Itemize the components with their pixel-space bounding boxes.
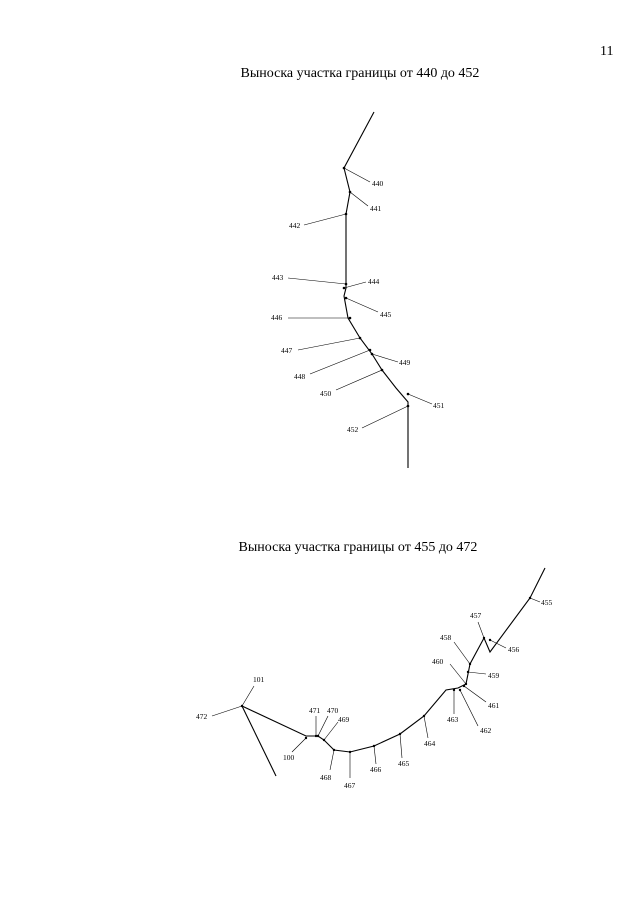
point-462: 462 <box>458 688 492 735</box>
point-450: 450 <box>320 368 384 398</box>
point-445: 445 <box>344 296 392 319</box>
point-468: 468 <box>320 748 336 782</box>
label-467: 467 <box>344 781 356 790</box>
label-448: 448 <box>294 372 306 381</box>
point-446: 446 <box>271 313 352 322</box>
label-460: 460 <box>432 657 444 666</box>
point-461: 461 <box>462 684 500 710</box>
point-456: 456 <box>488 638 520 654</box>
diagram-440-452: 440 441 442 443 444 445 <box>271 111 445 468</box>
point-469: 469 <box>322 715 350 742</box>
label-463: 463 <box>447 715 459 724</box>
point-448: 448 <box>294 348 372 381</box>
point-443: 443 <box>272 273 348 286</box>
label-451: 451 <box>433 401 445 410</box>
point-464: 464 <box>422 714 436 748</box>
point-449: 449 <box>370 352 411 367</box>
label-447: 447 <box>281 346 293 355</box>
label-455: 455 <box>541 598 553 607</box>
point-441: 441 <box>348 190 382 213</box>
point-459: 459 <box>466 670 500 680</box>
point-100: 100 <box>283 736 308 762</box>
diagram-title-440-452: Выноска участка границы от 440 до 452 <box>240 66 480 81</box>
label-450: 450 <box>320 389 332 398</box>
label-443: 443 <box>272 273 284 282</box>
point-457: 457 <box>470 611 486 640</box>
label-101: 101 <box>253 675 265 684</box>
label-100: 100 <box>283 753 295 762</box>
label-452: 452 <box>347 425 359 434</box>
diagram-455-472: 455 456 457 458 459 460 <box>196 567 553 790</box>
label-444: 444 <box>368 277 380 286</box>
label-471: 471 <box>309 706 321 715</box>
point-463: 463 <box>447 688 459 724</box>
label-457: 457 <box>470 611 482 620</box>
label-440: 440 <box>372 179 384 188</box>
point-472: 472 <box>196 705 243 721</box>
boundary-line-440-452 <box>343 111 409 468</box>
label-469: 469 <box>338 715 350 724</box>
label-462: 462 <box>480 726 492 735</box>
point-101: 101 <box>240 675 265 708</box>
page-number: 11 <box>600 44 614 59</box>
label-465: 465 <box>398 759 410 768</box>
label-464: 464 <box>424 739 436 748</box>
point-467: 467 <box>344 750 356 790</box>
point-460: 460 <box>432 657 468 686</box>
point-458: 458 <box>440 633 472 666</box>
label-445: 445 <box>380 310 392 319</box>
label-468: 468 <box>320 773 332 782</box>
boundary-line-455-472 <box>241 567 546 753</box>
point-471: 471 <box>309 706 321 738</box>
point-455: 455 <box>528 596 553 607</box>
label-441: 441 <box>370 204 382 213</box>
diagram-title-455-472: Выноска участка границы от 455 до 472 <box>238 540 478 555</box>
label-470: 470 <box>327 706 339 715</box>
point-465: 465 <box>398 732 410 768</box>
point-444: 444 <box>342 277 380 290</box>
point-470: 470 <box>316 706 339 738</box>
boundary-branch-472 <box>241 705 277 777</box>
label-458: 458 <box>440 633 452 642</box>
label-461: 461 <box>488 701 500 710</box>
label-459: 459 <box>488 671 500 680</box>
point-466: 466 <box>370 744 382 774</box>
point-447: 447 <box>281 336 362 355</box>
label-472: 472 <box>196 712 208 721</box>
point-451: 451 <box>406 392 445 410</box>
label-446: 446 <box>271 313 283 322</box>
label-449: 449 <box>399 358 411 367</box>
point-440: 440 <box>342 166 384 188</box>
label-466: 466 <box>370 765 382 774</box>
label-456: 456 <box>508 645 520 654</box>
label-442: 442 <box>289 221 301 230</box>
point-442: 442 <box>289 212 348 230</box>
point-452: 452 <box>347 404 410 434</box>
